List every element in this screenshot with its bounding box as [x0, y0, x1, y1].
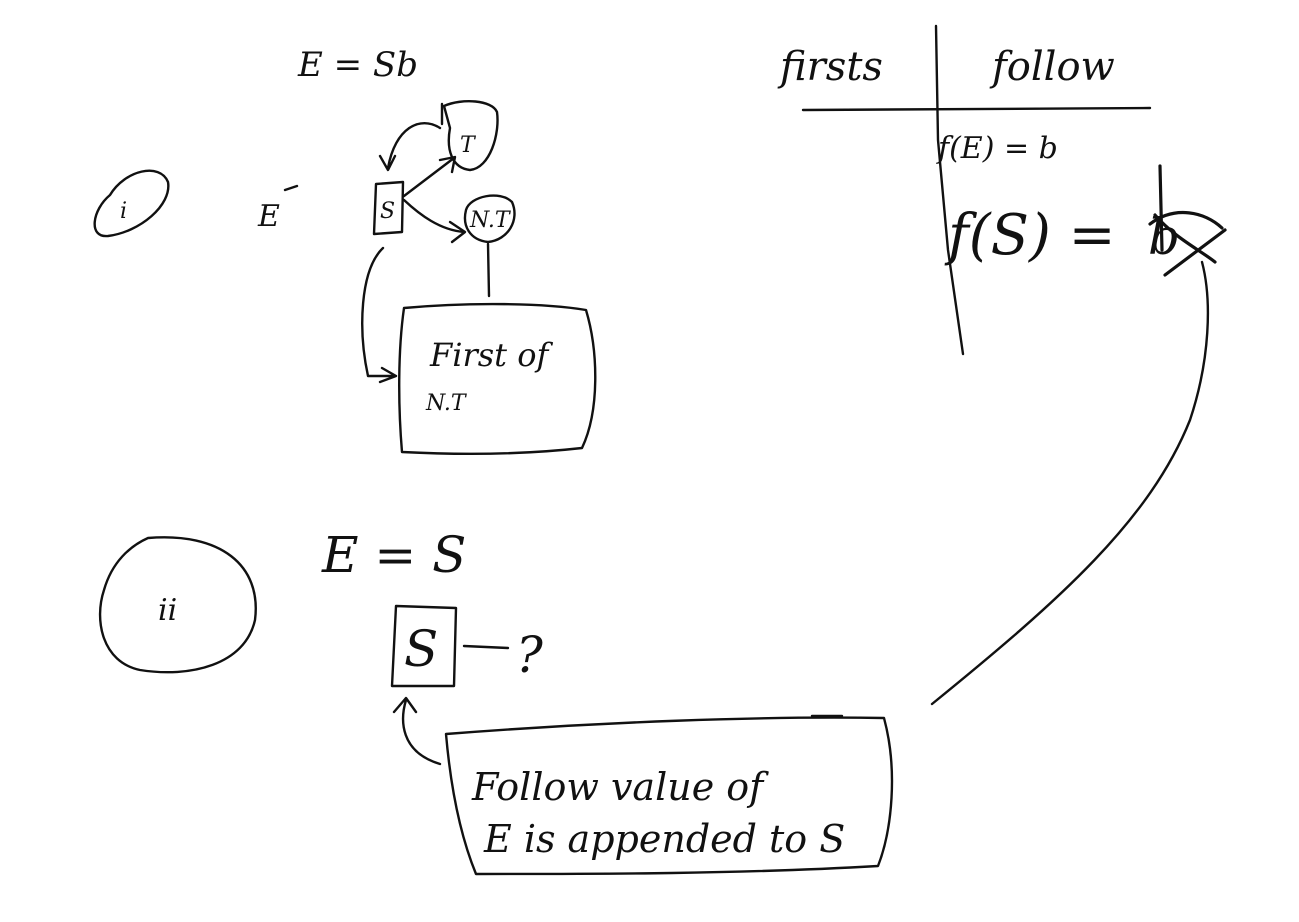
- table-vertical-rule: [934, 24, 965, 356]
- section-two-marker-circle: [98, 536, 257, 674]
- section-one-marker-circle: [93, 169, 170, 238]
- arrow-note-to-s: [392, 696, 442, 766]
- connector-note-to-table: [930, 260, 1210, 706]
- header-firsts: firsts: [777, 44, 883, 90]
- start-symbol-label: E: [257, 199, 280, 234]
- s-symbol-box: [390, 604, 458, 688]
- arrow-s-to-t: [402, 155, 457, 198]
- follow-row-e: f(E) = b: [936, 131, 1058, 166]
- first-follow-table: firsts follow f(E) = b f(S) = b: [777, 24, 1227, 356]
- t-node-label: T: [460, 133, 477, 158]
- section-one-grammar: E = Sb: [297, 45, 418, 85]
- header-follow: follow: [989, 44, 1115, 90]
- first-of-box: [398, 302, 597, 456]
- first-of-box-line2: N.T: [425, 391, 468, 416]
- note-line2: E is appended to S: [483, 817, 845, 861]
- nt-node-label: N.T: [469, 208, 512, 233]
- s-node-label: S: [380, 199, 395, 224]
- section-one: i E = Sb E S T N.T First of N.T: [93, 45, 597, 456]
- question-mark: ?: [516, 626, 544, 684]
- start-symbol-tick: [283, 184, 299, 192]
- line-nt-to-box: [486, 242, 491, 298]
- arrow-s-to-box: [361, 246, 398, 384]
- arrow-s-to-nt: [402, 198, 467, 244]
- scribble-strike: [1148, 164, 1227, 277]
- table-horizontal-rule: [801, 106, 1152, 112]
- s-dash: [462, 644, 510, 650]
- loop-arrow-t-to-s: [378, 122, 442, 172]
- follow-row-s: f(S) =: [944, 203, 1116, 268]
- s-symbol-label: S: [404, 620, 438, 678]
- section-two-grammar: E = S: [321, 526, 466, 584]
- section-one-marker: i: [120, 199, 127, 224]
- s-node-box: [372, 180, 405, 236]
- t-node-shape: [442, 100, 499, 172]
- section-two: ii E = S S ? Follow value of E is append…: [98, 260, 1210, 876]
- first-of-box-line1: First of: [429, 336, 553, 374]
- section-two-marker: ii: [158, 593, 177, 628]
- note-box: [444, 716, 894, 876]
- note-line1: Follow value of: [471, 765, 769, 809]
- nt-node-shape: [463, 194, 516, 244]
